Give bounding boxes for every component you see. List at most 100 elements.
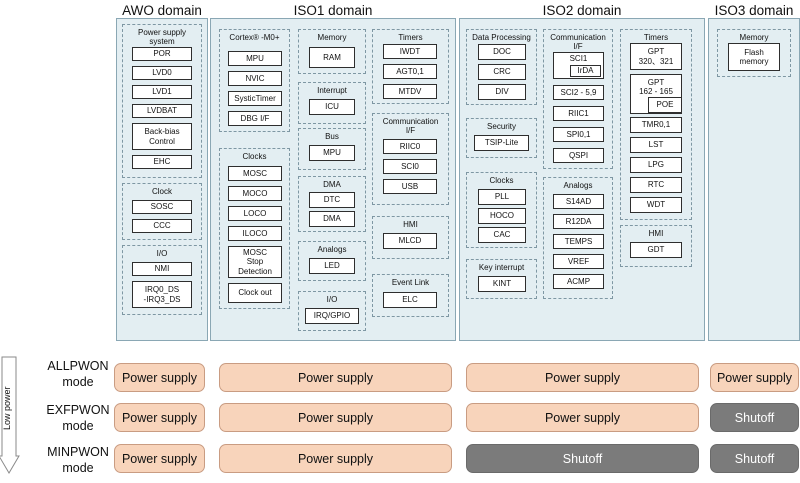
group-awo-io: I/O <box>122 245 202 315</box>
module-dtc: DTC <box>309 192 355 208</box>
module-kint: KINT <box>478 276 526 292</box>
group-title: Clock <box>151 187 172 196</box>
group-title: Memory <box>317 33 347 42</box>
group-title: Bus <box>325 132 339 141</box>
module-irq-gpio: IRQ/GPIO <box>305 308 359 324</box>
module-sosc: SOSC <box>132 200 192 214</box>
group-clock: Clock <box>122 183 202 240</box>
group-title: Timers <box>398 33 423 42</box>
module-rtc: RTC <box>630 177 682 193</box>
domain-title-awo: AWO domain <box>122 3 202 18</box>
group-title: HMI <box>403 220 418 229</box>
module-mtdv: MTDV <box>383 84 437 99</box>
module-led: LED <box>309 258 355 274</box>
group-security: Security <box>466 118 537 158</box>
module-irda: IrDA <box>570 65 601 77</box>
module-loco: LOCO <box>228 206 282 221</box>
group-hmi-iso2: HMI <box>620 225 692 267</box>
state-iso1-exfpwon: Power supply <box>219 403 452 432</box>
state-awo-minpwon: Power supply <box>114 444 205 473</box>
module-crc: CRC <box>478 64 526 80</box>
module-flash-memory: Flash memory <box>728 43 780 71</box>
group-key-interrupt: Key interrupt <box>466 259 537 299</box>
group-data-processing: Data Processing <box>466 29 537 105</box>
state-iso2-minpwon: Shutoff <box>466 444 699 473</box>
module-iloco: ILOCO <box>228 226 282 241</box>
group-analogs-iso2: Analogs <box>543 177 613 299</box>
module-lpg: LPG <box>630 157 682 173</box>
group-title: I/O <box>156 249 168 258</box>
group-title: Key interrupt <box>478 263 525 272</box>
module-cac: CAC <box>478 227 526 243</box>
module-tsip-lite: TSIP-Lite <box>474 135 529 151</box>
state-iso2-allpwon: Power supply <box>466 363 699 392</box>
group-title: Communication I/F <box>550 33 606 52</box>
module-cortex-mpu: MPU <box>228 51 282 66</box>
module-s14ad: S14AD <box>553 194 604 209</box>
group-title: Cortex® -M0+ <box>229 33 280 42</box>
mode-label-exfpwon: EXFPWON mode <box>46 403 110 433</box>
group-clocks-iso1: Clocks <box>219 148 290 309</box>
module-gpt-320-321: GPT 320、321 <box>630 43 682 70</box>
module-ehc: EHC <box>132 155 192 169</box>
module-vref: VREF <box>553 254 604 269</box>
group-title: Memory <box>739 33 769 42</box>
module-mlcd: MLCD <box>383 233 437 249</box>
module-qspi: QSPI <box>553 148 604 163</box>
group-title: Clocks <box>489 176 514 185</box>
module-lvd1: LVD1 <box>132 85 192 99</box>
low-power-label: Low power <box>2 386 12 430</box>
group-title: Analogs <box>563 181 593 190</box>
module-dma: DMA <box>309 211 355 227</box>
domain-title-iso2: ISO2 domain <box>542 3 622 18</box>
group-power-supply-system: Power supply system <box>122 24 202 178</box>
module-iwdt: IWDT <box>383 44 437 59</box>
group-title: Timers <box>643 33 669 42</box>
module-tmr: TMR0,1 <box>630 117 682 133</box>
module-acmp: ACMP <box>553 274 604 289</box>
state-iso3-exfpwon: Shutoff <box>710 403 799 432</box>
group-hmi-iso1: HMI <box>372 216 449 259</box>
group-comm-iso2: Communication I/F <box>543 29 613 169</box>
module-mosc: MOSC <box>228 166 282 181</box>
group-interrupt: Interrupt <box>298 82 366 124</box>
state-iso1-minpwon: Power supply <box>219 444 452 473</box>
module-doc: DOC <box>478 44 526 60</box>
module-usb: USB <box>383 179 437 194</box>
module-temps: TEMPS <box>553 234 604 249</box>
module-agt: AGT0,1 <box>383 64 437 79</box>
module-icu: ICU <box>309 99 355 115</box>
module-elc: ELC <box>383 292 437 308</box>
group-io-iso1: I/O <box>298 291 366 331</box>
group-dma: DMA <box>298 176 366 232</box>
module-bus-mpu: MPU <box>309 145 355 161</box>
module-sci2-5-9: SCI2 - 5,9 <box>553 85 604 100</box>
group-title: DMA <box>323 180 341 189</box>
group-cortex-m0: Cortex® -M0+ <box>219 29 290 132</box>
module-poe: POE <box>648 97 682 113</box>
state-iso3-minpwon: Shutoff <box>710 444 799 473</box>
state-iso1-allpwon: Power supply <box>219 363 452 392</box>
group-comm-iso1: Communication I/F <box>372 113 449 205</box>
group-timers-iso2: Timers <box>620 29 692 220</box>
module-irq-ds: IRQ0_DS -IRQ3_DS <box>132 281 192 308</box>
state-awo-exfpwon: Power supply <box>114 403 205 432</box>
group-title: Clocks <box>242 152 267 161</box>
group-title: Communication I/F <box>382 117 439 136</box>
module-gdt: GDT <box>630 242 682 258</box>
group-title: I/O <box>326 295 338 304</box>
group-title: HMI <box>648 229 664 238</box>
module-spi: SPI0,1 <box>553 127 604 142</box>
module-div: DIV <box>478 84 526 100</box>
group-title: Analogs <box>317 245 347 254</box>
module-r12da: R12DA <box>553 214 604 229</box>
module-gpt-162-165: GPT 162 - 165 <box>632 76 680 98</box>
group-event-link: Event Link <box>372 274 449 317</box>
low-power-arrow-icon <box>0 356 20 474</box>
module-ccc: CCC <box>132 219 192 233</box>
module-moco: MOCO <box>228 186 282 201</box>
module-clock-out: Clock out <box>228 283 282 303</box>
state-iso3-allpwon: Power supply <box>710 363 799 392</box>
group-title: Data Processing <box>472 33 531 42</box>
group-clocks-iso2: Clocks <box>466 172 537 248</box>
